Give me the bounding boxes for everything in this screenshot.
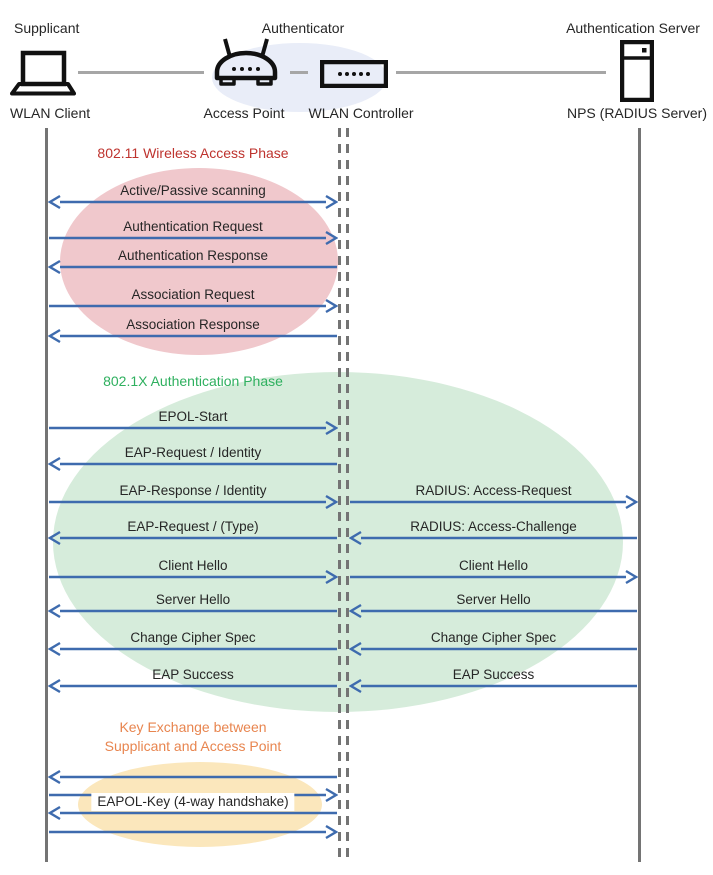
laptop-icon bbox=[8, 48, 76, 98]
access-point-icon bbox=[208, 36, 284, 92]
wlan-controller-icon bbox=[320, 60, 388, 88]
message-label: Association Request bbox=[131, 287, 255, 302]
message-arrow bbox=[48, 823, 338, 841]
message-label: EAP-Request / Identity bbox=[124, 445, 262, 460]
server-icon bbox=[620, 40, 654, 102]
message-arrow bbox=[48, 804, 338, 822]
phase1-ellipse bbox=[60, 168, 338, 355]
phase2-title: 802.1X Authentication Phase bbox=[103, 373, 283, 389]
authenticator-lifeline-left bbox=[338, 128, 341, 862]
message-label: EAP-Response / Identity bbox=[119, 483, 267, 498]
message-label: Authentication Response bbox=[117, 248, 269, 263]
message-label: RADIUS: Access-Request bbox=[415, 483, 572, 498]
nps-radius-server-label: NPS (RADIUS Server) bbox=[566, 105, 708, 121]
phase3-title: Key Exchange between Supplicant and Acce… bbox=[48, 718, 338, 756]
message-label: Server Hello bbox=[155, 592, 231, 607]
message-arrow bbox=[48, 258, 338, 276]
phase3-title-line1: Key Exchange between bbox=[119, 719, 267, 735]
message-label: EPOL-Start bbox=[158, 409, 228, 424]
access-point-label: Access Point bbox=[203, 105, 285, 121]
message-label: EAP-Request / (Type) bbox=[127, 519, 259, 534]
message-label: Authentication Request bbox=[123, 219, 263, 234]
phase3-title-line2: Supplicant and Access Point bbox=[104, 738, 282, 754]
message-arrow bbox=[48, 677, 338, 695]
wlan-controller-label: WLAN Controller bbox=[308, 105, 414, 121]
connector-client-ap bbox=[78, 71, 204, 74]
phase1-title: 802.11 Wireless Access Phase bbox=[97, 145, 289, 161]
message-label: Change Cipher Spec bbox=[130, 630, 256, 645]
message-arrow bbox=[48, 568, 338, 586]
message-arrow bbox=[48, 297, 338, 315]
message-arrow bbox=[349, 568, 638, 586]
message-arrow bbox=[48, 640, 338, 658]
message-arrow bbox=[349, 677, 638, 695]
message-label: Active/Passive scanning bbox=[120, 183, 266, 198]
message-label: EAPOL-Key (4-way handshake) bbox=[91, 793, 295, 811]
message-arrow bbox=[48, 493, 338, 511]
message-arrow bbox=[349, 602, 638, 620]
message-label: Change Cipher Spec bbox=[430, 630, 557, 645]
connector-controller-server bbox=[396, 71, 606, 74]
message-arrow bbox=[349, 529, 638, 547]
message-arrow bbox=[48, 419, 338, 437]
message-label: RADIUS: Access-Challenge bbox=[410, 519, 577, 534]
message-label: Association Response bbox=[126, 317, 260, 332]
message-arrow bbox=[48, 768, 338, 786]
supplicant-role-label: Supplicant bbox=[14, 20, 80, 36]
message-arrow bbox=[48, 327, 338, 345]
message-label: EAP Success bbox=[452, 667, 535, 682]
message-label: Server Hello bbox=[456, 592, 531, 607]
message-arrow bbox=[349, 493, 638, 511]
authenticator-role-label: Authenticator bbox=[261, 20, 345, 36]
authenticator-lifeline-right bbox=[346, 128, 349, 862]
message-arrow bbox=[48, 602, 338, 620]
server-lifeline bbox=[638, 128, 641, 862]
message-arrow bbox=[48, 529, 338, 547]
message-arrow bbox=[48, 229, 338, 247]
message-arrow bbox=[48, 455, 338, 473]
message-arrow bbox=[349, 640, 638, 658]
message-label: EAP Success bbox=[152, 667, 234, 682]
authentication-server-role-label: Authentication Server bbox=[566, 20, 700, 36]
supplicant-lifeline bbox=[45, 128, 48, 862]
message-label: Client Hello bbox=[458, 558, 529, 573]
wlan-client-label: WLAN Client bbox=[10, 105, 91, 121]
message-arrow bbox=[48, 193, 338, 211]
message-label: Client Hello bbox=[158, 558, 228, 573]
connector-ap-controller bbox=[290, 71, 308, 74]
